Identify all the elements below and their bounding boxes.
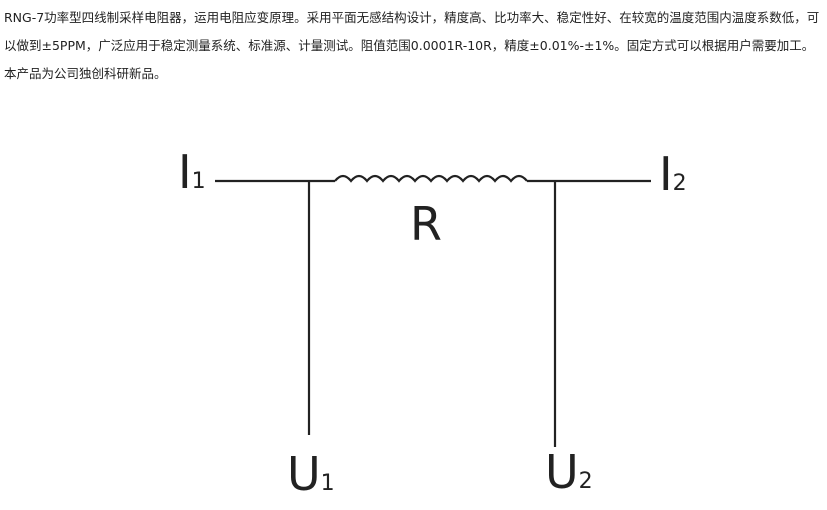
terminal-i2-index: 2 [673,171,687,196]
terminal-u1-index: 1 [321,471,335,496]
resistor-coil [334,174,528,183]
terminal-i2-label: I2 [659,147,687,201]
terminal-i1-label: I1 [178,145,206,199]
terminal-u2-index: 2 [579,469,593,494]
terminal-u2-letter: U [545,445,579,499]
terminal-u1-label: U1 [287,447,335,501]
product-description: RNG-7功率型四线制采样电阻器，运用电阻应变原理。采用平面无感结构设计，精度高… [4,10,820,81]
terminal-u2-label: U2 [545,445,593,499]
terminal-i1-letter: I [178,145,192,199]
terminal-i1-index: 1 [192,169,206,194]
terminal-i2-letter: I [659,147,673,201]
terminal-u1-letter: U [287,447,321,501]
resistor-label: R [410,197,442,251]
